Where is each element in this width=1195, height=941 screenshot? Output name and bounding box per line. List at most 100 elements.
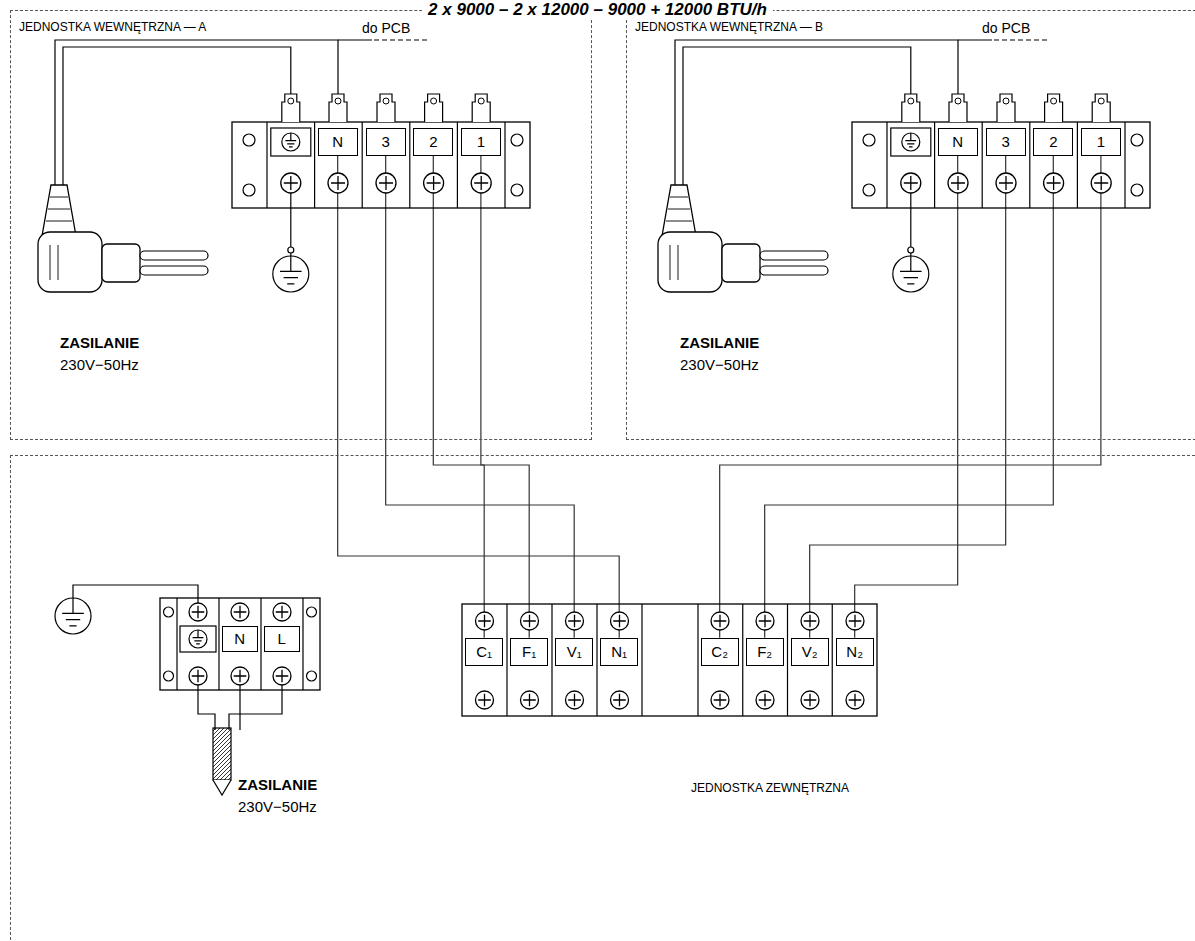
label-holder: ZASILANIE bbox=[238, 776, 317, 793]
terminal-screw bbox=[801, 612, 819, 630]
strip-divider bbox=[982, 122, 983, 208]
supply-wire bbox=[198, 685, 215, 730]
earth-symbol bbox=[282, 133, 300, 151]
supply-cable bbox=[213, 728, 231, 780]
interconnect-wire bbox=[855, 156, 958, 638]
interconnect-wire bbox=[810, 156, 1006, 638]
terminal-screw bbox=[756, 691, 774, 709]
strip-divider bbox=[504, 122, 505, 208]
strip-divider bbox=[506, 604, 507, 716]
terminal-cell: 2 bbox=[1033, 128, 1073, 156]
terminal-screw bbox=[1044, 173, 1064, 193]
supply-label: ZASILANIE bbox=[680, 334, 759, 351]
strip-divider bbox=[176, 598, 177, 690]
label-holder: 230V−50Hz bbox=[680, 356, 759, 373]
terminal-cell: 1 bbox=[1081, 128, 1121, 156]
mounting-hole bbox=[1131, 134, 1143, 146]
terminal-label: V₁ bbox=[567, 643, 582, 660]
terminal-screw bbox=[273, 667, 291, 685]
indoor-unit-illustration bbox=[658, 40, 1150, 292]
title-patch: 2 x 9000 – 2 x 12000 – 9000 + 12000 BTU/… bbox=[422, 0, 773, 19]
terminal-screw bbox=[711, 612, 729, 630]
interconnect-wire bbox=[433, 156, 529, 638]
strip-divider bbox=[641, 604, 642, 716]
unit-title: JEDNOSTKA WEWNĘTRZNA — B bbox=[635, 20, 823, 34]
quick-connect-tab bbox=[329, 94, 347, 122]
terminal-screw bbox=[948, 173, 968, 193]
label-holder: ZASILANIE bbox=[60, 334, 139, 351]
quick-connect-tab bbox=[282, 94, 300, 122]
label-holder: 230V−50Hz bbox=[238, 798, 317, 815]
quick-connect-tab bbox=[949, 94, 967, 122]
terminal-screw bbox=[273, 603, 291, 621]
terminal-screw bbox=[424, 173, 444, 193]
supply-wire bbox=[239, 685, 240, 730]
label-holder: 230V−50Hz bbox=[60, 356, 139, 373]
terminal-label: F₂ bbox=[757, 643, 772, 660]
terminal-label: F₁ bbox=[522, 643, 536, 660]
pcb-label: do PCB bbox=[362, 20, 410, 36]
interconnect-wire bbox=[720, 156, 1101, 638]
terminal-screw bbox=[328, 173, 348, 193]
terminal-label: N bbox=[234, 630, 245, 647]
terminal-label: N₁ bbox=[611, 643, 627, 660]
quick-connect-tab bbox=[902, 94, 920, 122]
strip-divider bbox=[362, 122, 363, 208]
strip-divider bbox=[886, 122, 887, 208]
earth-symbol bbox=[273, 256, 309, 292]
interconnect-wire bbox=[765, 156, 1054, 638]
interconnect-wire bbox=[386, 156, 575, 638]
mains-terminal-block bbox=[160, 598, 320, 690]
interconnect-wire bbox=[481, 156, 484, 638]
mounting-hole bbox=[164, 607, 174, 617]
terminal-screw bbox=[611, 691, 629, 709]
interconnect-wire bbox=[338, 156, 620, 638]
terminal-screw bbox=[846, 612, 864, 630]
diagram-title: 2 x 9000 – 2 x 12000 – 9000 + 12000 BTU/… bbox=[0, 0, 1195, 20]
quick-connect-tab bbox=[1045, 94, 1063, 122]
voltage-label: 230V−50Hz bbox=[238, 798, 317, 815]
terminal-cell: C₂ bbox=[701, 638, 739, 666]
terminal-label: 3 bbox=[382, 133, 390, 150]
mounting-hole bbox=[243, 184, 255, 196]
terminal-cell bbox=[180, 626, 216, 652]
terminal-label: 1 bbox=[477, 133, 485, 150]
supply-label: ZASILANIE bbox=[60, 334, 139, 351]
terminal-label: 3 bbox=[1002, 133, 1010, 150]
terminal-screw bbox=[521, 691, 539, 709]
pcb-lead bbox=[958, 39, 992, 40]
terminal-label: N₂ bbox=[846, 643, 863, 660]
label-holder: do PCB bbox=[362, 20, 410, 36]
terminal-screw bbox=[471, 173, 491, 193]
terminal-screw bbox=[1091, 173, 1111, 193]
power-cable bbox=[63, 47, 291, 186]
mounting-hole bbox=[511, 134, 523, 146]
strip-divider bbox=[457, 122, 458, 208]
terminal-label: 2 bbox=[429, 133, 437, 150]
terminal-label: 1 bbox=[1097, 133, 1105, 150]
terminal-cell bbox=[271, 128, 311, 156]
power-cable bbox=[675, 40, 958, 186]
terminal-cell: V₂ bbox=[791, 638, 829, 666]
terminal-cell: N bbox=[222, 626, 258, 652]
label-holder: ZASILANIE bbox=[680, 334, 759, 351]
terminal-screw bbox=[189, 603, 207, 621]
terminal-cell: N₂ bbox=[836, 638, 874, 666]
mounting-hole bbox=[511, 184, 523, 196]
terminal-screw bbox=[281, 173, 301, 193]
label-holder: do PCB bbox=[982, 20, 1030, 36]
terminal-cell: N bbox=[938, 128, 978, 156]
terminal-cell: N bbox=[318, 128, 358, 156]
mounting-hole bbox=[863, 184, 875, 196]
unit-title: JEDNOSTKA WEWNĘTRZNA — A bbox=[19, 20, 206, 34]
voltage-label: 230V−50Hz bbox=[680, 356, 759, 373]
terminal-cell bbox=[891, 128, 931, 156]
strip-divider bbox=[787, 604, 788, 716]
terminal-screw bbox=[566, 612, 584, 630]
unit-title: JEDNOSTKA ZEWNĘTRZNA bbox=[691, 781, 849, 795]
mounting-hole bbox=[1131, 184, 1143, 196]
strip-divider bbox=[832, 604, 833, 716]
unit-region: JEDNOSTKA WEWNĘTRZNA — B N 3 2 1 bbox=[626, 10, 1195, 440]
terminal-cell: L bbox=[264, 626, 300, 652]
